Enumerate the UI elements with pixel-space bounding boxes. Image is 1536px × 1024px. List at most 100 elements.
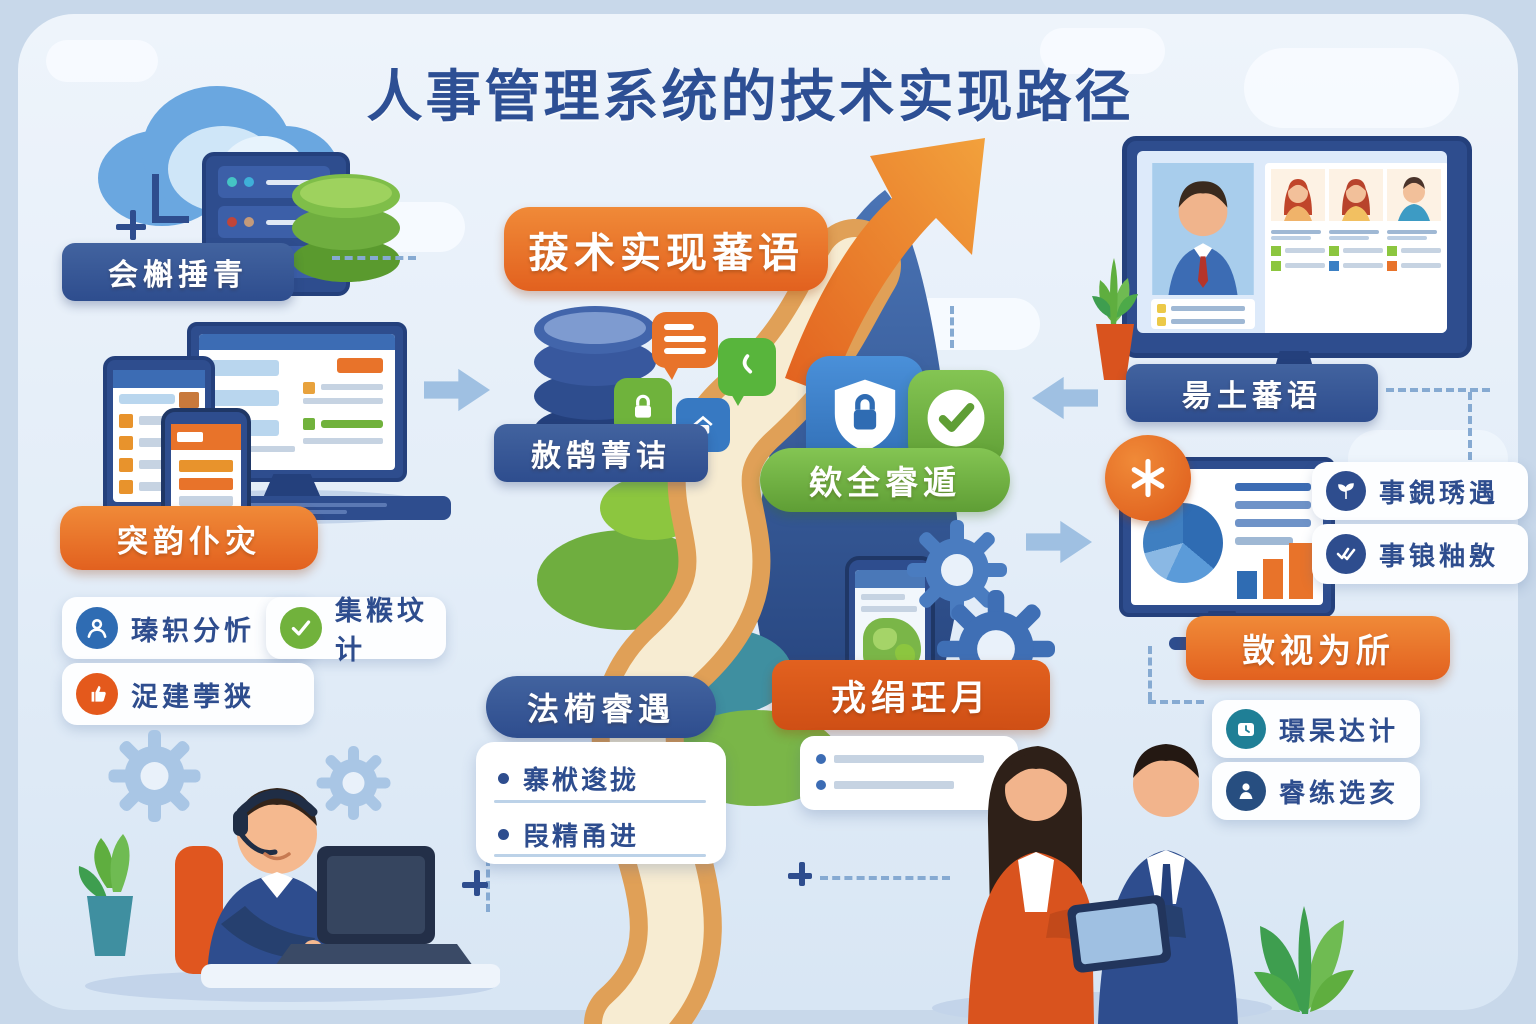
bar-chart-bar (1237, 571, 1257, 599)
cloud-shape (1244, 48, 1459, 128)
bubble-line (664, 324, 694, 330)
map-green-area (895, 644, 915, 664)
bullet-icon (498, 773, 509, 784)
mini-card (800, 736, 1018, 810)
bubble-line (664, 348, 706, 354)
card-line (834, 781, 954, 789)
profile-mini-card (1151, 299, 1255, 329)
screen-line (303, 398, 383, 404)
dashed-connector (486, 858, 490, 912)
report-line (1235, 537, 1293, 545)
status-chip (1271, 261, 1281, 271)
card-line (1171, 306, 1245, 311)
process-list-item: 寨栿逡拢 (498, 760, 639, 797)
card-dot (816, 754, 826, 764)
hand-icon (76, 673, 118, 715)
dashed-connector (1468, 392, 1472, 460)
feature-chip: 事锒粙敫 (1312, 524, 1528, 584)
screen-line (861, 606, 917, 612)
chat-bubble-green-icon (718, 338, 776, 406)
card-line (1343, 263, 1383, 268)
status-chip (1387, 261, 1397, 271)
profile-row (1387, 246, 1441, 256)
user-icon (76, 607, 118, 649)
screen-row (119, 394, 175, 404)
screen-header-orange (171, 424, 241, 450)
card-line (1329, 230, 1379, 234)
profile-card (1387, 169, 1441, 333)
screen-header (113, 370, 205, 388)
card-line (1285, 263, 1325, 268)
mobile-app-cluster (845, 520, 1065, 712)
implementation-badge: 突韵仆灾 (60, 506, 318, 570)
cloud-storage-badge: 会槲捶青 (62, 243, 294, 301)
chip-label: 集糇坟计 (335, 596, 428, 665)
dashed-connector (1386, 388, 1490, 392)
bullet-icon (498, 829, 509, 840)
dashed-connector (820, 876, 950, 880)
server-led (227, 217, 237, 227)
employees-tablet-illustration (932, 744, 1272, 1024)
sprout-icon (1326, 471, 1366, 511)
screen-button (337, 358, 383, 373)
database-green-icon (292, 166, 400, 288)
server-line (266, 220, 318, 225)
screen-line (179, 496, 233, 506)
process-banner: 法槆睿遇 (486, 676, 716, 738)
gear-icon (907, 520, 1007, 620)
monitor-stand (263, 474, 321, 498)
screen-chip (119, 458, 133, 472)
dashed-connector (332, 256, 416, 260)
card-line (1329, 236, 1369, 240)
data-cluster (518, 298, 788, 493)
connector-line (152, 174, 189, 223)
double-check-icon (1326, 534, 1366, 574)
feature-chip: 璟杲达计 (1212, 700, 1420, 758)
chip-label: 浞建荸狭 (131, 681, 255, 712)
person-icon (1226, 771, 1266, 811)
employee-avatar (1152, 163, 1254, 295)
dashed-connector (950, 306, 954, 348)
profile-card (1271, 169, 1325, 333)
monitor-screen (1137, 151, 1447, 333)
card-line (1271, 236, 1311, 240)
data-mgmt-badge: 赦鹄菁诘 (494, 424, 708, 482)
screen-chip (303, 382, 315, 394)
screen-row (209, 360, 279, 376)
card-line (1271, 230, 1321, 234)
dashed-connector (1148, 646, 1152, 700)
phone-screen (171, 424, 241, 524)
report-line (1235, 501, 1311, 509)
status-chip (1329, 246, 1339, 256)
status-chip (1271, 246, 1281, 256)
profiles-panel (1265, 163, 1447, 333)
analysis-banner: 敳视为斦 (1186, 616, 1450, 680)
process-list-card: 寨栿逡拢 叚精甬进 (476, 742, 726, 864)
chip-label: 睿练选亥 (1279, 777, 1400, 808)
card-chip (1157, 304, 1166, 313)
bubble-line (664, 336, 706, 342)
server-led (244, 177, 254, 187)
profile-row (1271, 261, 1325, 271)
map-green-area (873, 628, 897, 650)
bar-chart-bar (1263, 559, 1283, 599)
card-line (1343, 248, 1383, 253)
check-icon (280, 607, 322, 649)
chip-label: 事鋧琇遇 (1379, 477, 1500, 508)
feature-chip: 瑧轵分忻 (62, 597, 314, 659)
chip-label: 璟杲达计 (1279, 715, 1400, 746)
screen-header (199, 334, 395, 350)
spark-badge-icon (1105, 435, 1191, 521)
screen-bar-green (321, 420, 383, 428)
card-line (1387, 230, 1437, 234)
screen-row (209, 390, 279, 406)
process-list-item: 叚精甬进 (498, 816, 639, 853)
page-title: 人事管理系统的技术实现路径 (366, 65, 1134, 128)
monitor-frame (1122, 136, 1472, 358)
profile-row (1387, 261, 1441, 271)
divider (494, 854, 706, 857)
bar-chart-bar (1289, 543, 1313, 599)
analytics-cluster (1105, 435, 1340, 660)
divider (494, 800, 706, 803)
card-line (1401, 248, 1441, 253)
